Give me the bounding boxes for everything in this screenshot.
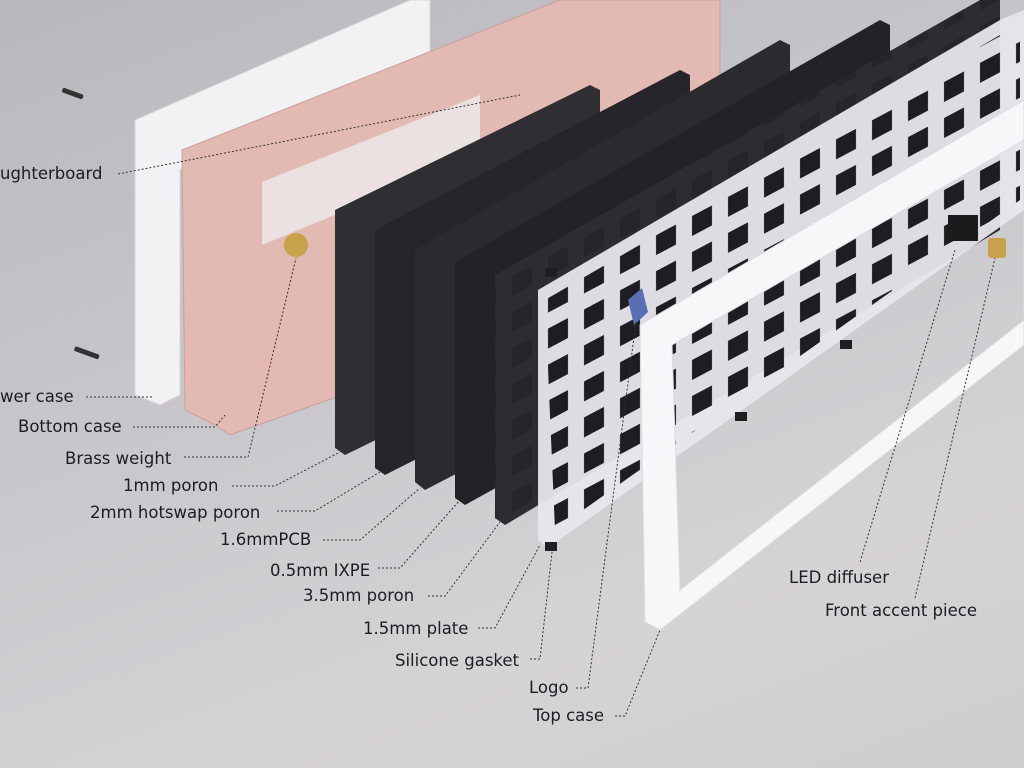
logo: [628, 288, 648, 325]
screw-icon: [74, 346, 100, 360]
label-bottom-case: Bottom case: [18, 417, 122, 436]
screw-icon: [62, 87, 84, 100]
brass-weight: [284, 233, 308, 257]
lower-case: [134, 0, 431, 406]
label-lower-case: wer case: [0, 387, 74, 406]
label-front-accent-piece: Front accent piece: [825, 601, 977, 620]
label-plate: 1.5mm plate: [363, 619, 469, 638]
label-3-5mm-poron: 3.5mm poron: [303, 586, 415, 605]
label-1mm-poron: 1mm poron: [123, 476, 219, 495]
leader-lines: [86, 94, 996, 717]
silicone-gaskets: [545, 268, 852, 551]
top-case: [639, 99, 1024, 631]
label-ixpe: 0.5mm IXPE: [270, 561, 371, 580]
daughterboard: [262, 95, 480, 245]
label-hotswap-poron: 2mm hotswap poron: [90, 503, 261, 522]
led-diffuser: [948, 215, 978, 241]
front-accent-piece: [988, 238, 1006, 258]
label-led-diffuser: LED diffuser: [789, 568, 889, 587]
label-brass-weight: Brass weight: [65, 449, 172, 468]
label-logo: Logo: [529, 678, 569, 697]
label-top-case: Top case: [533, 706, 605, 725]
label-daughterboard: ughterboard: [0, 164, 103, 183]
label-pcb: 1.6mmPCB: [220, 530, 312, 549]
label-silicone-gasket: Silicone gasket: [395, 651, 520, 670]
